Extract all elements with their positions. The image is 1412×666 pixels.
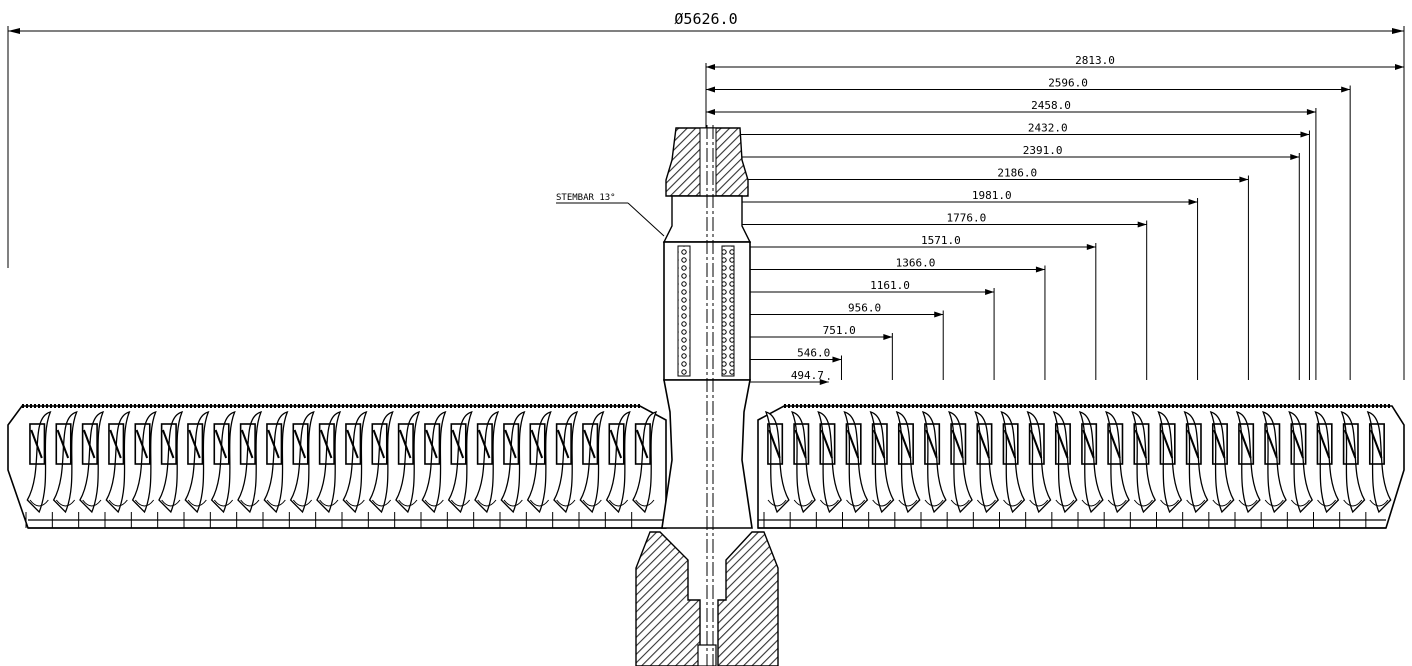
radius-arrowhead — [985, 289, 995, 295]
radius-arrowhead — [706, 109, 715, 115]
blade — [341, 411, 368, 528]
radius-arrowhead — [1086, 244, 1096, 250]
blade — [1286, 411, 1313, 528]
radius-arrowhead — [1137, 221, 1147, 228]
blade — [552, 411, 579, 528]
blade — [446, 411, 473, 528]
blade — [51, 411, 78, 528]
blade — [157, 411, 184, 528]
radius-arrowhead — [883, 334, 893, 340]
radius-arrowhead — [1395, 64, 1404, 70]
radius-label: 2432.0 — [1028, 122, 1068, 135]
radius-label: 494.7 — [791, 369, 824, 382]
radius-arrowhead — [832, 356, 842, 363]
radius-arrowhead — [1188, 199, 1198, 205]
blade — [1103, 411, 1130, 528]
blade — [288, 411, 315, 528]
radius-label: 2391.0 — [1023, 144, 1063, 157]
radius-arrowhead — [934, 311, 944, 318]
blade — [499, 411, 526, 528]
radius-label: 1366.0 — [896, 257, 936, 270]
blade — [972, 411, 999, 528]
blade — [1260, 411, 1287, 528]
blade — [130, 411, 157, 528]
left-blade-row — [7, 404, 667, 529]
blade — [209, 411, 236, 528]
blade — [104, 411, 131, 528]
radius-label: 1981.0 — [972, 189, 1012, 202]
blade — [315, 411, 342, 528]
radius-label: 751.0 — [823, 324, 856, 337]
radius-label: 2186.0 — [997, 167, 1037, 180]
radius-arrowhead — [1290, 154, 1300, 160]
central-shaft — [635, 125, 779, 666]
blade — [763, 411, 790, 528]
blade — [1234, 411, 1261, 528]
radius-label: 2458.0 — [1031, 99, 1071, 112]
radius-label: 2813.0 — [1075, 54, 1115, 67]
radius-arrowhead — [1035, 266, 1045, 273]
radius-dimension: 2432.0 — [706, 122, 1310, 380]
blade — [946, 411, 973, 528]
blade — [842, 411, 869, 528]
blade — [473, 411, 500, 528]
overall-diameter-label: Ø5626.0 — [674, 10, 737, 28]
radius-arrowhead — [706, 64, 715, 70]
blade — [262, 411, 289, 528]
blade — [420, 411, 447, 528]
radius-arrowhead — [706, 86, 715, 93]
radius-label: 546.0 — [797, 347, 830, 360]
blade — [1156, 411, 1183, 528]
blade — [1313, 411, 1340, 528]
blade — [1077, 411, 1104, 528]
blade — [920, 411, 947, 528]
stem-angle-label: STEMBAR 13° — [556, 193, 616, 203]
stem-angle-callout: STEMBAR 13° — [556, 193, 665, 237]
blade — [367, 411, 394, 528]
radius-arrowhead — [1341, 86, 1351, 93]
blade — [394, 411, 421, 528]
blade — [183, 411, 210, 528]
radius-label: 1571.0 — [921, 234, 961, 247]
blade — [1365, 411, 1392, 528]
radius-arrowhead — [819, 379, 829, 385]
radius-label: 1161.0 — [870, 279, 910, 292]
blade — [789, 411, 816, 528]
radius-arrowhead — [1239, 176, 1249, 183]
blade — [894, 411, 921, 528]
radius-arrowhead — [1306, 109, 1316, 115]
right-blade-row — [757, 404, 1405, 529]
blade — [525, 411, 552, 528]
radius-label: 2596.0 — [1048, 77, 1088, 90]
blade — [1025, 411, 1052, 528]
blade — [631, 411, 658, 528]
blade — [999, 411, 1026, 528]
blade — [578, 411, 605, 528]
blade — [1129, 411, 1156, 528]
blade — [25, 411, 52, 528]
radius-dimension: 2813.0 — [706, 54, 1405, 380]
radius-dimension: 2391.0 — [706, 144, 1300, 380]
blade — [604, 411, 631, 528]
blade — [1208, 411, 1235, 528]
blade — [868, 411, 895, 528]
blade — [1182, 411, 1209, 528]
radius-dimension: 2596.0 — [706, 77, 1351, 380]
radius-dimension: 2186.0 — [706, 167, 1249, 380]
radius-label: 1776.0 — [946, 212, 986, 225]
blade — [236, 411, 263, 528]
blade — [815, 411, 842, 528]
blade — [78, 411, 105, 528]
radius-dimension: 1776.0 — [706, 212, 1148, 380]
radius-dimension: 1366.0 — [706, 257, 1046, 380]
blade — [1051, 411, 1078, 528]
radius-arrowhead — [1300, 131, 1310, 138]
blade — [1339, 411, 1366, 528]
radius-dimensions: 2813.0 2596.0 2458.0 2432.0 2391.0 2186.0 1981… — [705, 54, 1405, 385]
radius-dimension: 2458.0 — [706, 99, 1317, 380]
radius-label: 956.0 — [848, 302, 881, 315]
